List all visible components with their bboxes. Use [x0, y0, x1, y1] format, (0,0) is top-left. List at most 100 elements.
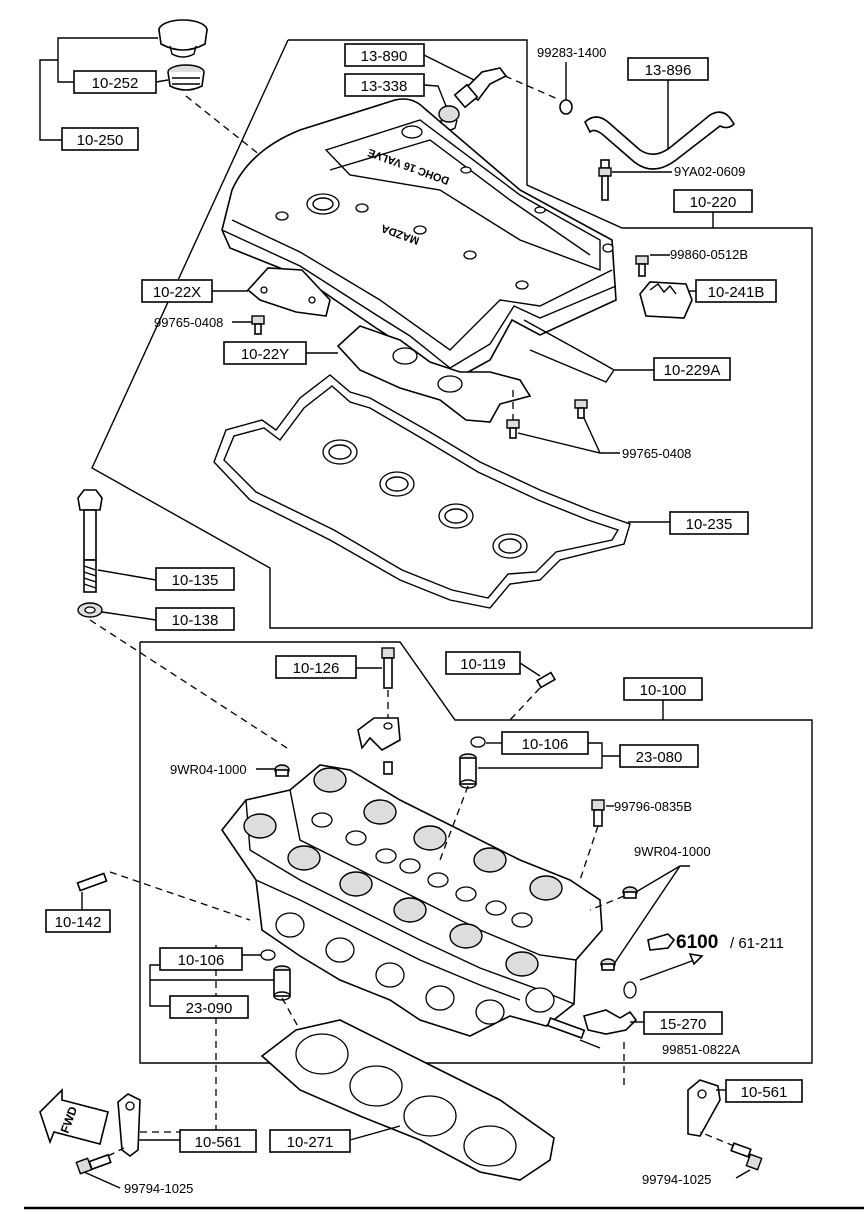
fwd-arrow-icon: FWD — [39, 1088, 109, 1145]
label-9ya02-0609: 9YA02-0609 — [674, 164, 745, 179]
svg-text:10-271: 10-271 — [287, 1134, 334, 1151]
svg-text:10-119: 10-119 — [460, 656, 506, 673]
label-10-106-a: 10-106 — [501, 731, 589, 755]
leader-99765-b — [517, 417, 620, 454]
washer-10-138 — [77, 602, 103, 618]
svg-text:10-100: 10-100 — [640, 682, 687, 699]
fitting-15-270 — [583, 981, 638, 1035]
stud-10-142 — [76, 872, 108, 892]
svg-text:13-338: 13-338 — [361, 78, 408, 95]
svg-text:10-22X: 10-22X — [153, 284, 201, 301]
svg-text:10-135: 10-135 — [172, 572, 219, 589]
label-23-090: 23-090 — [169, 995, 249, 1019]
o-ring-10-106-a — [470, 736, 486, 748]
dash-99794-left — [107, 1147, 125, 1157]
label-10-138: 10-138 — [155, 607, 235, 631]
label-13-896: 13-896 — [627, 57, 709, 81]
dash-pcv — [504, 75, 561, 101]
svg-text:10-235: 10-235 — [686, 516, 733, 533]
cylinder-head — [221, 764, 603, 1037]
svg-text:10-138: 10-138 — [172, 612, 219, 629]
svg-text:10-252: 10-252 — [92, 75, 139, 92]
dash-9wr04-b — [589, 895, 625, 911]
dash-99796 — [579, 825, 599, 881]
leader-9wr04-b — [613, 865, 690, 965]
label-10-220: 10-220 — [673, 189, 753, 213]
hose-clip — [559, 99, 573, 115]
label-10-561-b: 10-561 — [725, 1079, 803, 1103]
svg-text:10-561: 10-561 — [195, 1134, 242, 1151]
stud-99851 — [546, 1017, 586, 1039]
label-99794-1025-b: 99794-1025 — [642, 1172, 711, 1187]
leader-10-135 — [97, 569, 157, 581]
bolt-99794-left — [75, 1153, 112, 1175]
label-99860-0512b: 99860-0512B — [670, 247, 748, 262]
stud-10-119 — [535, 671, 557, 689]
dash-bolt-to-head — [89, 619, 291, 751]
label-9wr04-1000-b: 9WR04-1000 — [634, 844, 711, 859]
label-13-890: 13-890 — [344, 43, 425, 67]
valve-cover-group-outline — [91, 39, 813, 629]
leader-10-271 — [349, 1125, 401, 1141]
head-gasket-10-271 — [260, 1019, 555, 1181]
spark-plug-gasket-10-22y — [336, 325, 532, 423]
leader-13-890 — [423, 54, 475, 81]
label-10-22x: 10-22X — [141, 279, 213, 303]
o-ring-10-106-b — [260, 949, 276, 961]
svg-text:10-220: 10-220 — [690, 194, 737, 211]
label-10-22y: 10-22Y — [223, 341, 307, 365]
dash-10-142 — [109, 871, 251, 921]
head-cover-gasket-10-235 — [213, 374, 631, 609]
label-61-211: / 61-211 — [730, 935, 784, 952]
bolt-99765-b2 — [574, 399, 588, 419]
dowel-pin — [383, 761, 393, 775]
harness-clip-10-241b — [639, 281, 693, 319]
ventilation-hose — [584, 111, 736, 170]
cam-cap-bolt-10-126 — [381, 647, 395, 689]
label-99765-0408-b: 99765-0408 — [622, 446, 691, 461]
pcv-valve — [453, 67, 508, 109]
label-9wr04-1000-a: 9WR04-1000 — [170, 762, 247, 777]
svg-text:10-126: 10-126 — [293, 660, 340, 677]
cylinder-head-group-outline — [139, 641, 813, 1064]
label-10-235: 10-235 — [669, 511, 749, 535]
leader-99794-b — [735, 1169, 751, 1179]
svg-text:10-142: 10-142 — [55, 914, 102, 931]
label-10-119: 10-119 — [445, 651, 521, 675]
dash-99794-right — [699, 1131, 735, 1147]
hla-23-090 — [273, 965, 291, 1001]
stud-bolt-9ya02 — [598, 159, 612, 201]
label-10-229a: 10-229A — [653, 357, 731, 381]
dash-stud — [509, 687, 541, 721]
ref-arrow-icon — [647, 933, 676, 951]
svg-text:10-106: 10-106 — [522, 736, 569, 753]
bracket-10-561-left — [117, 1093, 141, 1157]
bracket-10-22x — [246, 267, 331, 317]
svg-text:23-080: 23-080 — [636, 749, 683, 766]
plug-9wr04-b1 — [622, 886, 638, 899]
label-99765-0408-a: 99765-0408 — [154, 315, 223, 330]
svg-text:10-561: 10-561 — [741, 1084, 788, 1101]
cam-cap — [357, 717, 401, 751]
svg-text:10-241B: 10-241B — [708, 284, 765, 301]
plug-9wr04-b2 — [600, 958, 616, 971]
svg-text:10-22Y: 10-22Y — [241, 346, 289, 363]
label-10-135: 10-135 — [155, 567, 235, 591]
svg-text:10-250: 10-250 — [77, 132, 124, 149]
svg-text:23-090: 23-090 — [186, 1000, 233, 1017]
hla-23-080 — [459, 753, 477, 789]
bolt-99796 — [591, 799, 605, 827]
bolt-99794-right — [730, 1142, 763, 1171]
bolt-99765-a — [251, 315, 265, 335]
dash-hla-b — [281, 997, 301, 1031]
label-23-080: 23-080 — [619, 744, 699, 768]
label-99794-1025-a: 99794-1025 — [124, 1181, 193, 1196]
leader-99794-a — [83, 1171, 121, 1189]
leader-13-338 — [423, 84, 447, 107]
label-99283-1400: 99283-1400 — [537, 45, 606, 60]
svg-text:13-890: 13-890 — [361, 48, 408, 65]
label-6100: 6100 — [676, 932, 718, 953]
leader-23-090 — [149, 964, 274, 1007]
label-13-338: 13-338 — [344, 73, 425, 97]
label-99851-0822a: 99851-0822A — [662, 1042, 740, 1057]
